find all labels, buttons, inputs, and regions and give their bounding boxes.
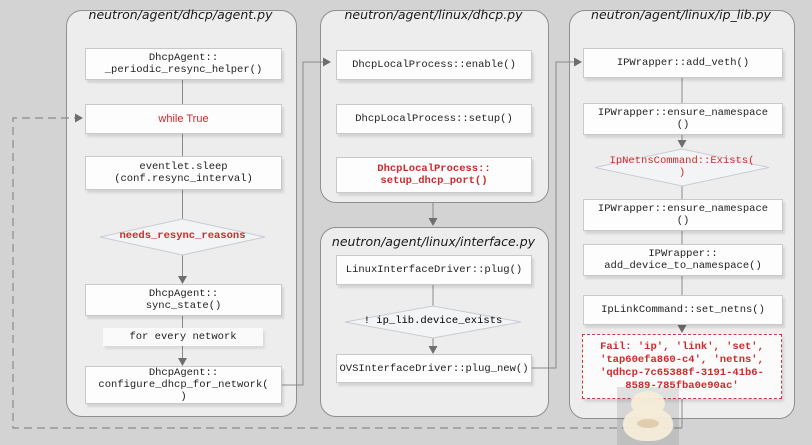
node-while-true: while True xyxy=(85,104,282,134)
decision-ipnetns-exists: IpNetnsCommand::Exists( ) xyxy=(609,155,755,179)
watermark-figure-mark xyxy=(637,419,659,428)
node-sync-state: DhcpAgent:: sync_state() xyxy=(85,284,282,316)
node-fail-message: Fail: 'ip', 'link', 'set', 'tap60efa860-… xyxy=(582,334,782,399)
node-linuxinterfacedriver-plug: LinuxInterfaceDriver::plug() xyxy=(336,255,532,285)
node-ovsinterfacedriver-plug-new: OVSInterfaceDriver::plug_new() xyxy=(336,354,532,383)
node-ensure-namespace-2: IPWrapper::ensure_namespace () xyxy=(583,199,783,231)
node-eventlet-sleep: eventlet.sleep (conf.resync_interval) xyxy=(85,156,282,190)
node-ensure-namespace-1: IPWrapper::ensure_namespace () xyxy=(583,103,783,135)
decision-device-exists: ! ip_lib.device_exists xyxy=(363,315,503,328)
file-title-ip-lib-py: neutron/agent/linux/ip_lib.py xyxy=(591,7,771,22)
node-add-device-to-namespace: IPWrapper:: add_device_to_namespace() xyxy=(583,244,783,276)
decision-needs-resync-reasons: needs_resync_reasons xyxy=(119,230,246,243)
node-dhcplocalprocess-enable: DhcpLocalProcess::enable() xyxy=(336,50,532,80)
file-title-interface-py: neutron/agent/linux/interface.py xyxy=(331,234,536,249)
node-set-netns: IpLinkCommand::set_netns() xyxy=(583,295,783,325)
node-dhcplocalprocess-setup: DhcpLocalProcess::setup() xyxy=(336,104,532,134)
node-add-veth: IPWrapper::add_veth() xyxy=(583,48,783,78)
label-for-every-network: for every network xyxy=(103,328,263,346)
node-configure-dhcp-for-network: DhcpAgent:: configure_dhcp_for_network( … xyxy=(85,366,282,404)
file-title-agent-py: neutron/agent/dhcp/agent.py xyxy=(88,7,273,22)
node-periodic-resync-helper: DhcpAgent:: _periodic_resync_helper() xyxy=(85,48,282,80)
node-setup-dhcp-port: DhcpLocalProcess:: setup_dhcp_port() xyxy=(336,157,532,193)
file-title-dhcp-py: neutron/agent/linux/dhcp.py xyxy=(344,7,523,22)
